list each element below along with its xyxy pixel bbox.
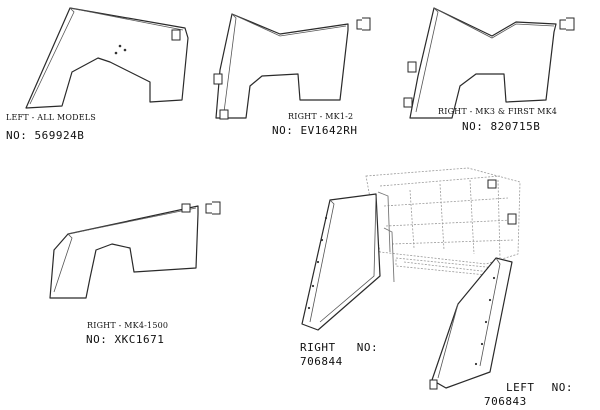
side-panel-right — [301, 193, 381, 331]
floor-frame-sketch — [365, 167, 521, 283]
part-number-706843: 706843 — [484, 395, 527, 408]
panel-left-no-label: NO: — [551, 381, 573, 394]
panel-title-left: LEFT NO: — [506, 382, 573, 393]
wheel-arch-panel-right-mk1-2 — [213, 13, 371, 120]
panel-title-right: RIGHT NO: — [300, 342, 378, 353]
part-title-right-mk1-2: RIGHT - MK1-2 — [288, 112, 354, 121]
part-title-right-mk3-first-mk4: RIGHT - MK3 & FIRST MK4 — [438, 107, 558, 116]
part-title-left-all-models: LEFT - ALL MODELS — [6, 113, 96, 122]
wheel-arch-panel-left — [25, 7, 189, 109]
wheel-arch-panel-right-mk3 — [403, 7, 575, 119]
side-panel-left — [429, 257, 513, 390]
part-title-right-mk4-1500: RIGHT - MK4-1500 — [87, 321, 169, 330]
panel-title-right-text: RIGHT — [300, 341, 336, 354]
part-number-xkc1671: NO: XKC1671 — [86, 333, 165, 346]
wheel-arch-panel-right-mk4-1500 — [49, 201, 221, 299]
part-number-569924b: NO: 569924B — [6, 129, 85, 142]
part-number-820715b: NO: 820715B — [462, 120, 541, 133]
part-number-ev1642rh: NO: EV1642RH — [272, 124, 358, 137]
part-number-706844: 706844 — [300, 355, 343, 368]
panel-right-no-label: NO: — [356, 341, 379, 354]
panel-title-left-text: LEFT — [506, 381, 535, 394]
